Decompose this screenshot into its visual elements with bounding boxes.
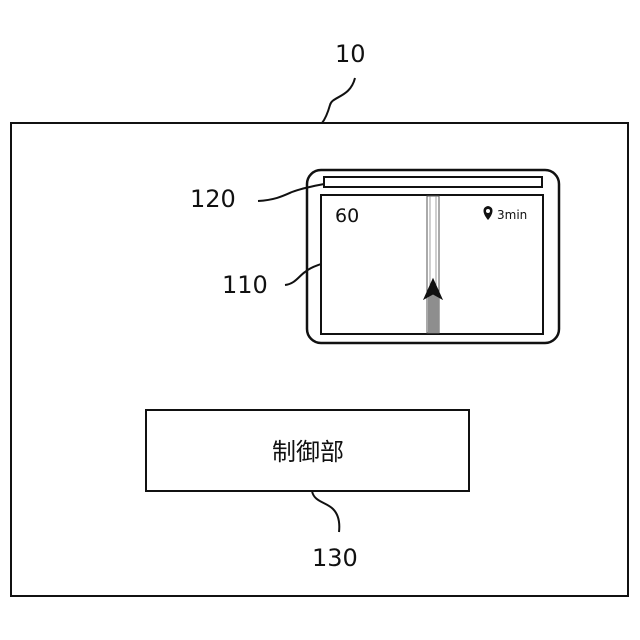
display-leader-line — [285, 264, 321, 285]
device-frame — [11, 123, 628, 596]
controller-text: 制御部 — [272, 438, 344, 466]
display-label: 110 — [222, 271, 268, 299]
controller-label: 130 — [312, 544, 358, 572]
device-leader-line — [322, 78, 355, 123]
route-highlight — [428, 293, 439, 333]
controller-leader-line — [312, 491, 339, 532]
speed-readout: 60 — [335, 205, 359, 227]
device-label: 10 — [335, 40, 366, 68]
top-bar — [324, 177, 542, 187]
top-bar-label: 120 — [190, 185, 236, 213]
road — [427, 196, 439, 333]
location-pin-icon — [484, 206, 493, 220]
top-bar-leader-line — [258, 184, 324, 201]
eta-readout: 3min — [497, 208, 527, 222]
